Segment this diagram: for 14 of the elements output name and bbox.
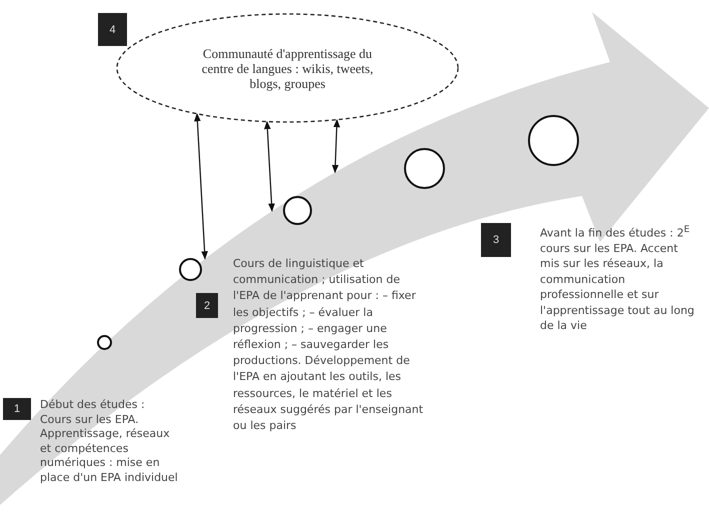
milestone-circle [97, 335, 112, 350]
step-description: Début des études : Cours sur les EPA. Apprentissage, réseaux et compétences numériques : mise en place d'un EPA individuel [40, 398, 178, 486]
double-arrow [194, 112, 208, 260]
step-number-box: 1 [3, 398, 31, 420]
step-description: Avant la fin des études : 2$^{E}$ cours sur les EPA. Accent mis sur les réseaux, la communication professionnelle et sur l'apprentissage tout au long de la vie [540, 223, 696, 334]
milestone-circle [179, 258, 202, 281]
step-number-box: 3 [481, 223, 511, 257]
step-number-box: 4 [98, 13, 127, 46]
community-text: Communauté d'apprentissage du centre de langues : wikis, tweets, blogs, groupes [200, 46, 374, 90]
curved-arrow-band [0, 12, 709, 505]
community-ellipse [115, 12, 460, 124]
step-description: Cours de linguistique et communication ; utilisation de l'EPA de l'apprenant pour : – fixer les objectifs ; – évaluer la progression ; – engager une réflexion ; – sauvegarder les productions. Développement de l'EPA en ajoutant les outils, les ressources, le matériel et les réseaux suggérés par l'enseignant ou les pairs [233, 256, 424, 434]
double-arrow [332, 118, 340, 174]
double-arrow [264, 120, 275, 212]
